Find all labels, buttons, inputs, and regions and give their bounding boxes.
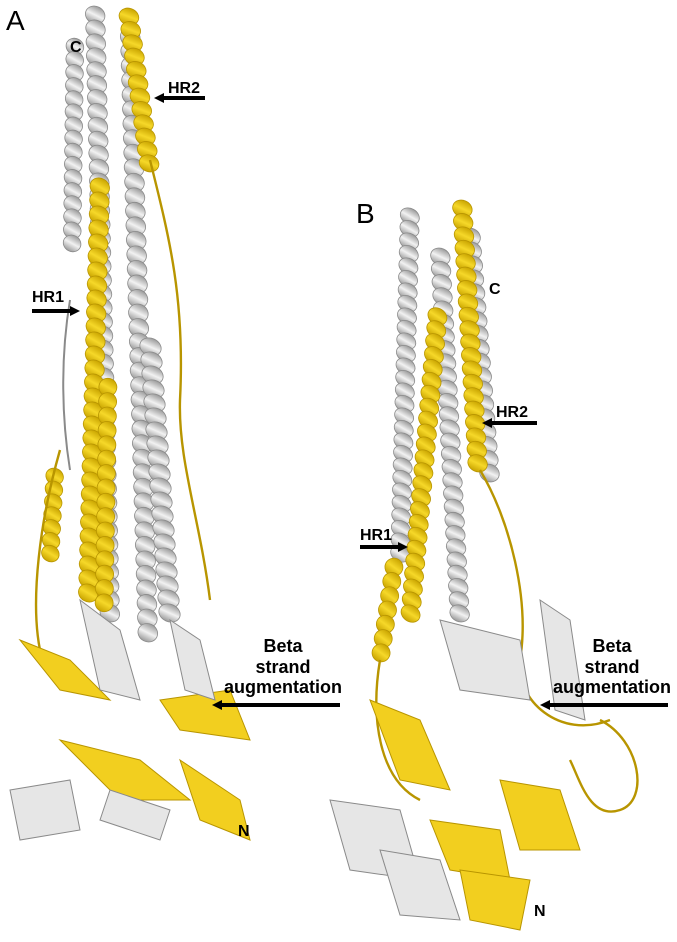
panel-a: A C HR2 HR1 Beta strand augmentation N [6, 3, 342, 840]
panel-a-n-terminus-label: N [238, 823, 250, 840]
panel-a-hr1-label: HR1 [32, 289, 64, 306]
panel-b-hr1-label: HR1 [360, 527, 392, 544]
panel-b-yellow-helix-3 [369, 555, 407, 666]
panel-a-bsa-line2: strand [255, 657, 310, 677]
panel-b-c-terminus-label: C [489, 281, 501, 298]
panel-b: B C HR2 HR1 Beta strand augmentation N [330, 197, 671, 930]
panel-a-hr2-label: HR2 [168, 80, 200, 97]
panel-b-letter: B [356, 198, 375, 229]
panel-b-n-terminus-label: N [534, 903, 546, 920]
panel-a-bsa-line3: augmentation [224, 677, 342, 697]
panel-a-bsa-line1: Beta [263, 636, 303, 656]
panel-b-bsa-line2: strand [584, 657, 639, 677]
panel-a-grey-sheet-1 [10, 780, 80, 840]
panel-a-c-terminus-label: C [70, 39, 82, 56]
panel-a-yellow-sheet-3 [60, 740, 190, 800]
panel-b-bsa-line3: augmentation [553, 677, 671, 697]
panel-b-bsa-line1: Beta [592, 636, 632, 656]
panel-a-grey-sheet-3 [170, 620, 215, 700]
panel-a-ribbon-structure [10, 3, 250, 840]
panel-b-hr2-label: HR2 [496, 404, 528, 421]
panel-a-beta-strand-augmentation-label: Beta strand augmentation [224, 636, 342, 697]
panel-b-grey-sheet-4 [440, 620, 530, 700]
panel-b-ribbon-structure [330, 197, 637, 930]
panel-a-yellow-sheet-2 [160, 690, 250, 740]
panel-b-yellow-sheet-4 [460, 870, 530, 930]
panel-b-yellow-sheet-3 [500, 780, 580, 850]
panel-a-grey-coil-1 [63, 300, 70, 470]
panel-a-letter: A [6, 5, 25, 36]
panel-b-yellow-coil-3 [570, 720, 637, 812]
panel-a-hr1-arrow [32, 306, 80, 316]
panel-a-grey-helix-3 [60, 35, 86, 255]
